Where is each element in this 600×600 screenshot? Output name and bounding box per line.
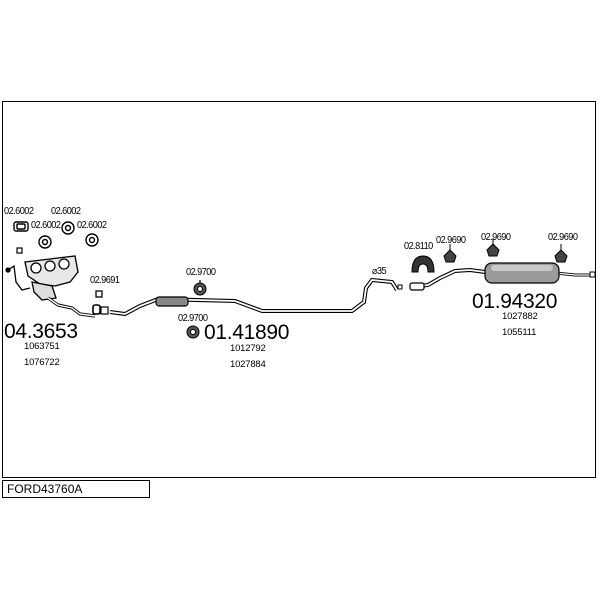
middle-connector-icon (397, 284, 403, 290)
clamp-icon-4 (85, 233, 99, 247)
tailpipe-end-icon (589, 271, 596, 278)
reference-code-box: FORD43760A (2, 480, 150, 498)
rubber-ring-icon (411, 255, 435, 273)
rear-muffler (484, 262, 560, 284)
clamp-icon-3 (61, 221, 75, 235)
label-diameter: ⌀35 (372, 266, 387, 277)
label-hanger-front-top: 02.9700 (186, 267, 216, 278)
rear-pipe (409, 267, 590, 291)
rear-part-number: 01.94320 (472, 290, 558, 313)
clamp-icon-5 (95, 290, 103, 298)
front-oem-number-1: 1063751 (24, 341, 60, 352)
front-part-number: 04.3653 (4, 320, 78, 343)
diagram-frame (2, 101, 596, 478)
hanger-icon-rear-3 (554, 244, 568, 263)
label-hanger-front-bottom: 02.9700 (178, 313, 208, 324)
label-rubber-ring: 02.8110 (404, 241, 433, 252)
middle-part-number: 01.41890 (204, 321, 290, 344)
clamp-icon-1 (13, 221, 29, 232)
label-hanger-rear-2: 02.9690 (481, 232, 511, 243)
label-clamp-4: 02.6002 (77, 220, 107, 231)
front-gasket-icon (100, 306, 109, 315)
middle-pipe (109, 277, 399, 317)
nut-icon (16, 247, 23, 254)
front-flange-icon (92, 304, 101, 315)
middle-oem-number-2: 1027884 (230, 359, 266, 370)
hanger-icon-front-bottom (186, 325, 200, 339)
label-clamp-3: 02.6002 (51, 206, 81, 217)
rear-oem-number-2: 1055111 (502, 327, 537, 338)
label-clamp-5: 02.9691 (90, 275, 120, 286)
manifold-drawing (5, 255, 96, 318)
label-clamp-2: 02.6002 (31, 220, 61, 231)
reference-code: FORD43760A (7, 482, 83, 496)
hanger-icon-rear-2 (486, 238, 500, 257)
middle-oem-number-1: 1012792 (230, 343, 266, 354)
label-hanger-rear-3: 02.9690 (548, 232, 578, 243)
label-clamp-1: 02.6002 (4, 206, 34, 217)
hanger-icon-front-top (193, 280, 207, 296)
label-hanger-rear-1: 02.9690 (436, 235, 466, 246)
hanger-icon-rear-1 (443, 244, 457, 263)
front-oem-number-2: 1076722 (24, 357, 60, 368)
rear-oem-number-1: 1027882 (502, 311, 538, 322)
clamp-icon-2 (38, 235, 52, 249)
